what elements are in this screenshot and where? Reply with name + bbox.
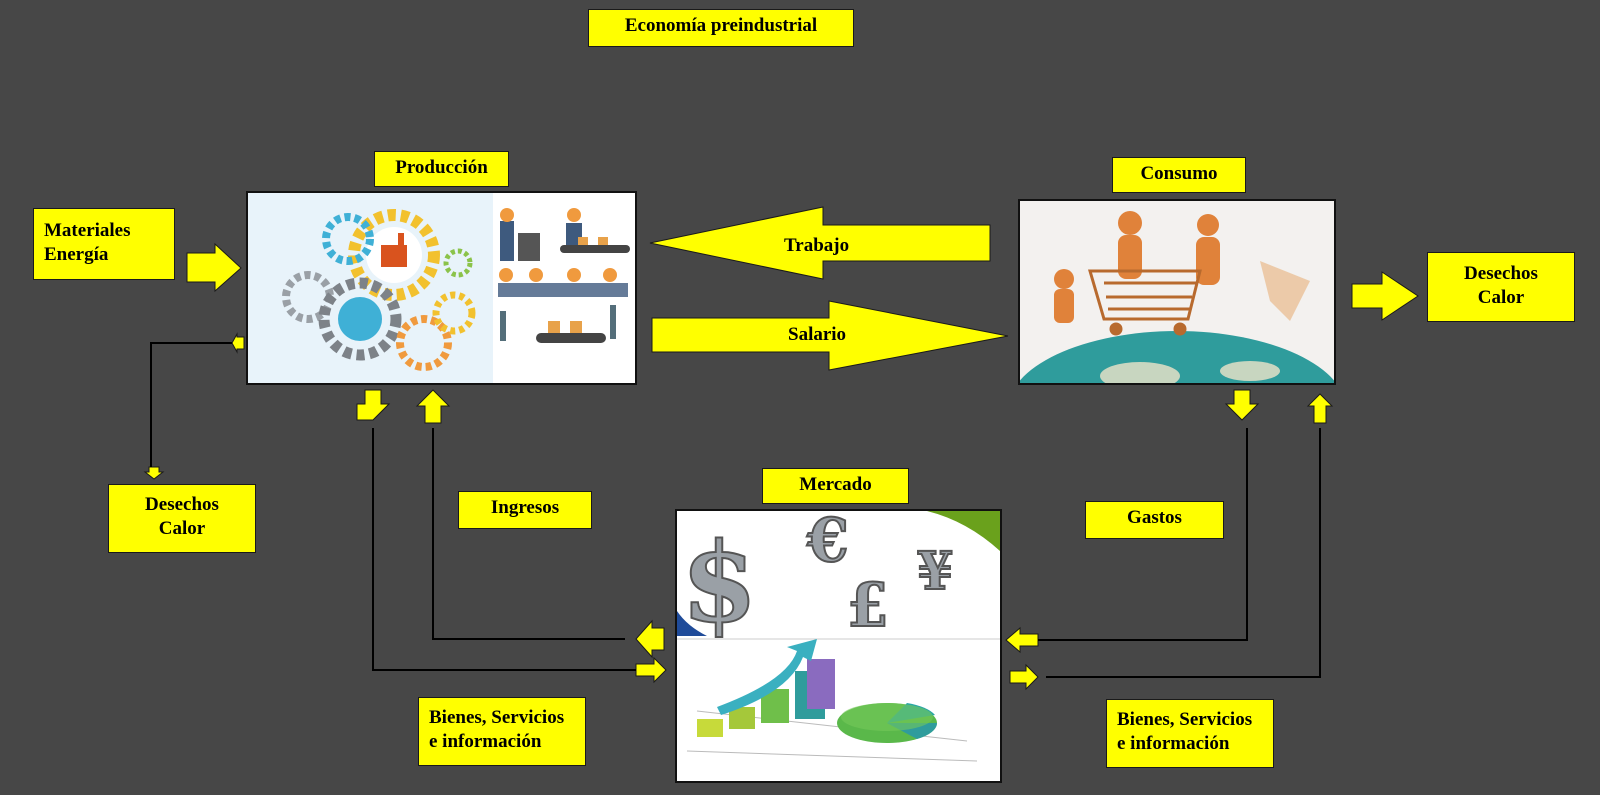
salario-arrow bbox=[651, 300, 1009, 371]
workers-illustration bbox=[498, 208, 630, 343]
produccion-up-arrow bbox=[415, 389, 451, 424]
mercado-image: $ € ¥ £ bbox=[675, 509, 1002, 783]
waste-left-label: Desechos Calor bbox=[108, 484, 256, 553]
dollar-symbol: $ bbox=[681, 518, 758, 647]
waste-left-small-arrow bbox=[143, 466, 165, 480]
produccion-down-arrow bbox=[356, 389, 391, 421]
mercado-label: Mercado bbox=[762, 468, 909, 504]
gastos-label: Gastos bbox=[1085, 501, 1224, 539]
salario-text: Salario bbox=[788, 324, 847, 345]
shoppers-illustration bbox=[1054, 211, 1220, 323]
bienes-right-connector bbox=[1046, 428, 1321, 678]
market-in-left-arrow bbox=[635, 656, 667, 684]
gears-illustration bbox=[282, 209, 476, 371]
market-out-left-arrow bbox=[635, 619, 665, 659]
trabajo-arrow bbox=[649, 206, 991, 280]
produccion-waste-small-arrow bbox=[231, 332, 245, 354]
input-arrow bbox=[186, 242, 242, 293]
consumo-label: Consumo bbox=[1112, 157, 1246, 193]
bienes-right-label: Bienes, Servicios e información bbox=[1106, 699, 1274, 768]
trabajo-text: Trabajo bbox=[784, 235, 850, 256]
cart-illustration bbox=[1088, 269, 1202, 336]
pound-symbol: £ bbox=[847, 571, 889, 641]
consumo-down-arrow bbox=[1224, 389, 1260, 421]
ingresos-connector bbox=[432, 428, 625, 640]
bienes-left-connector bbox=[372, 428, 636, 671]
gastos-connector bbox=[1038, 428, 1248, 641]
consumo-up-arrow bbox=[1306, 393, 1334, 424]
consumo-waste-arrow bbox=[1351, 271, 1419, 321]
consumo-image bbox=[1018, 199, 1336, 385]
waste-right-label: Desechos Calor bbox=[1427, 252, 1575, 322]
inputs-label: Materiales Energía bbox=[33, 208, 175, 280]
yen-symbol: ¥ bbox=[917, 541, 953, 602]
waste-connector bbox=[150, 342, 232, 467]
euro-symbol: € bbox=[806, 511, 849, 576]
ingresos-label: Ingresos bbox=[458, 491, 592, 529]
market-in-right-arrow bbox=[1009, 663, 1039, 691]
bienes-left-label: Bienes, Servicios e información bbox=[418, 697, 586, 766]
produccion-label: Producción bbox=[374, 151, 509, 187]
diagram-title: Economía preindustrial bbox=[588, 9, 854, 47]
market-out-right-arrow bbox=[1005, 626, 1039, 654]
produccion-image bbox=[246, 191, 637, 385]
growth-chart-illustration bbox=[686, 639, 978, 762]
